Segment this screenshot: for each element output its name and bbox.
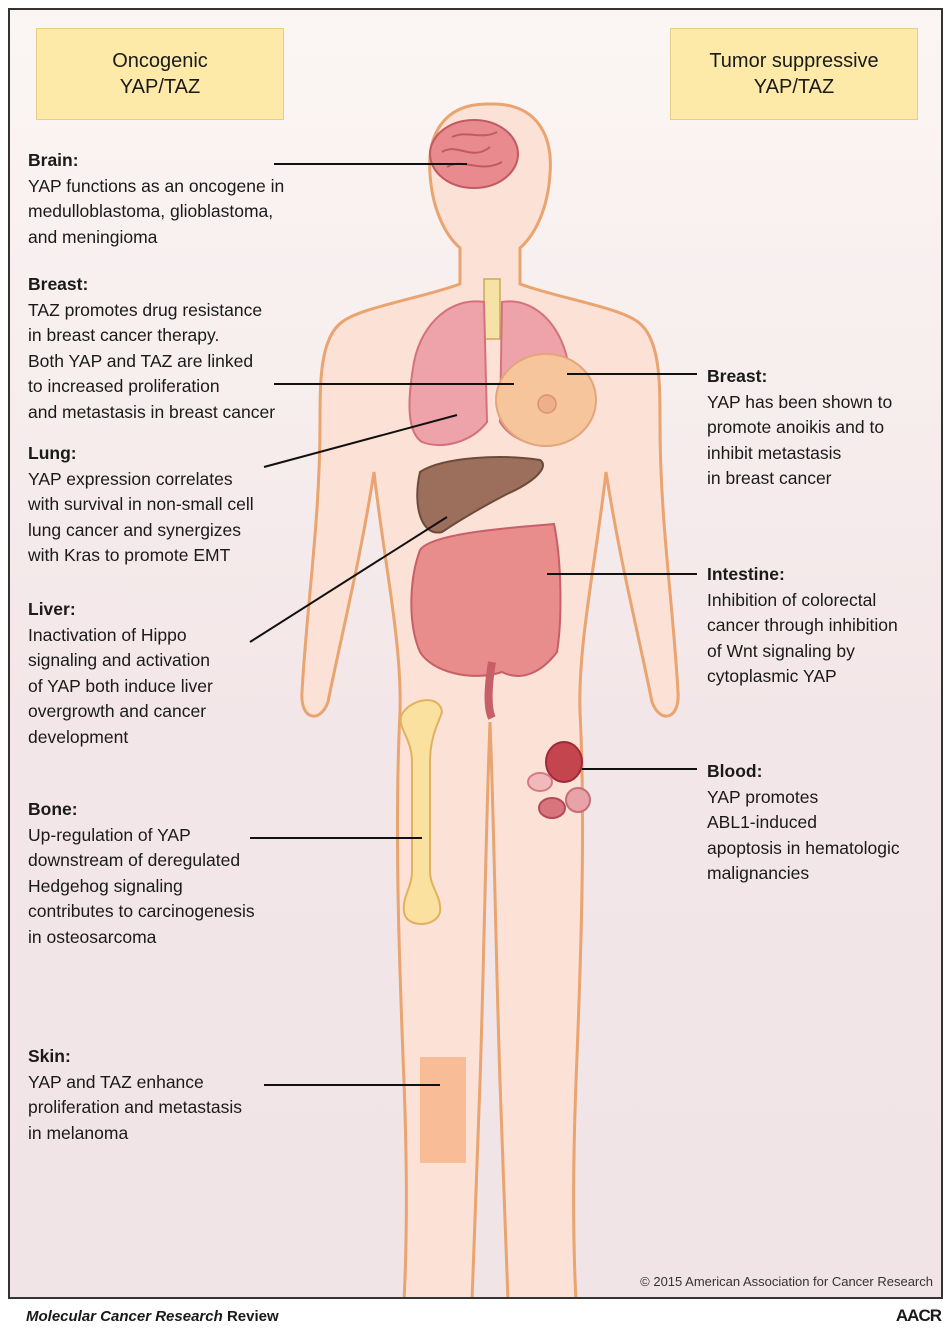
journal-name: Molecular Cancer Research Review bbox=[26, 1308, 279, 1325]
header-line: YAP/TAZ bbox=[112, 74, 208, 100]
label-text: YAP and TAZ enhance proliferation and me… bbox=[28, 1070, 242, 1147]
label-title: Breast: bbox=[707, 364, 892, 390]
label-blood: Blood: YAP promotes ABL1-induced apoptos… bbox=[707, 759, 900, 887]
header-line: YAP/TAZ bbox=[709, 74, 878, 100]
blood-cell bbox=[528, 773, 552, 791]
journal-suffix: Review bbox=[227, 1308, 279, 1325]
blood-cell-large bbox=[546, 742, 582, 782]
label-text: YAP functions as an oncogene in medullob… bbox=[28, 174, 284, 251]
header-line: Oncogenic bbox=[112, 48, 208, 74]
label-lung: Lung: YAP expression correlates with sur… bbox=[28, 441, 254, 569]
copyright-notice: © 2015 American Association for Cancer R… bbox=[640, 1274, 933, 1289]
label-title: Blood: bbox=[707, 759, 900, 785]
label-text: Inactivation of Hippo signaling and acti… bbox=[28, 623, 213, 751]
label-text: YAP promotes ABL1-induced apoptosis in h… bbox=[707, 785, 900, 887]
blood-cell bbox=[566, 788, 590, 812]
skin-patch bbox=[420, 1057, 466, 1163]
label-bone: Bone: Up-regulation of YAP downstream of… bbox=[28, 797, 255, 950]
label-brain: Brain: YAP functions as an oncogene in m… bbox=[28, 148, 284, 250]
label-title: Intestine: bbox=[707, 562, 898, 588]
label-text: YAP has been shown to promote anoikis an… bbox=[707, 390, 892, 492]
brain-organ bbox=[430, 120, 518, 188]
label-liver: Liver: Inactivation of Hippo signaling a… bbox=[28, 597, 213, 750]
label-text: Inhibition of colorectal cancer through … bbox=[707, 588, 898, 690]
page-footer: Molecular Cancer Research Review AACR bbox=[0, 1300, 951, 1330]
intestine-organ bbox=[411, 524, 560, 676]
aacr-logo: AACR bbox=[896, 1306, 941, 1326]
trachea bbox=[484, 279, 500, 339]
journal-title: Molecular Cancer Research bbox=[26, 1308, 223, 1325]
label-intestine: Intestine: Inhibition of colorectal canc… bbox=[707, 562, 898, 690]
label-title: Bone: bbox=[28, 797, 255, 823]
label-title: Breast: bbox=[28, 272, 275, 298]
label-title: Brain: bbox=[28, 148, 284, 174]
label-breast-oncogenic: Breast: TAZ promotes drug resistance in … bbox=[28, 272, 275, 425]
label-skin: Skin: YAP and TAZ enhance proliferation … bbox=[28, 1044, 242, 1146]
label-text: TAZ promotes drug resistance in breast c… bbox=[28, 298, 275, 426]
label-breast-suppressive: Breast: YAP has been shown to promote an… bbox=[707, 364, 892, 492]
label-title: Skin: bbox=[28, 1044, 242, 1070]
header-line: Tumor suppressive bbox=[709, 48, 878, 74]
blood-cell bbox=[539, 798, 565, 818]
label-text: YAP expression correlates with survival … bbox=[28, 467, 254, 569]
label-title: Liver: bbox=[28, 597, 213, 623]
label-text: Up-regulation of YAP downstream of dereg… bbox=[28, 823, 255, 951]
label-title: Lung: bbox=[28, 441, 254, 467]
